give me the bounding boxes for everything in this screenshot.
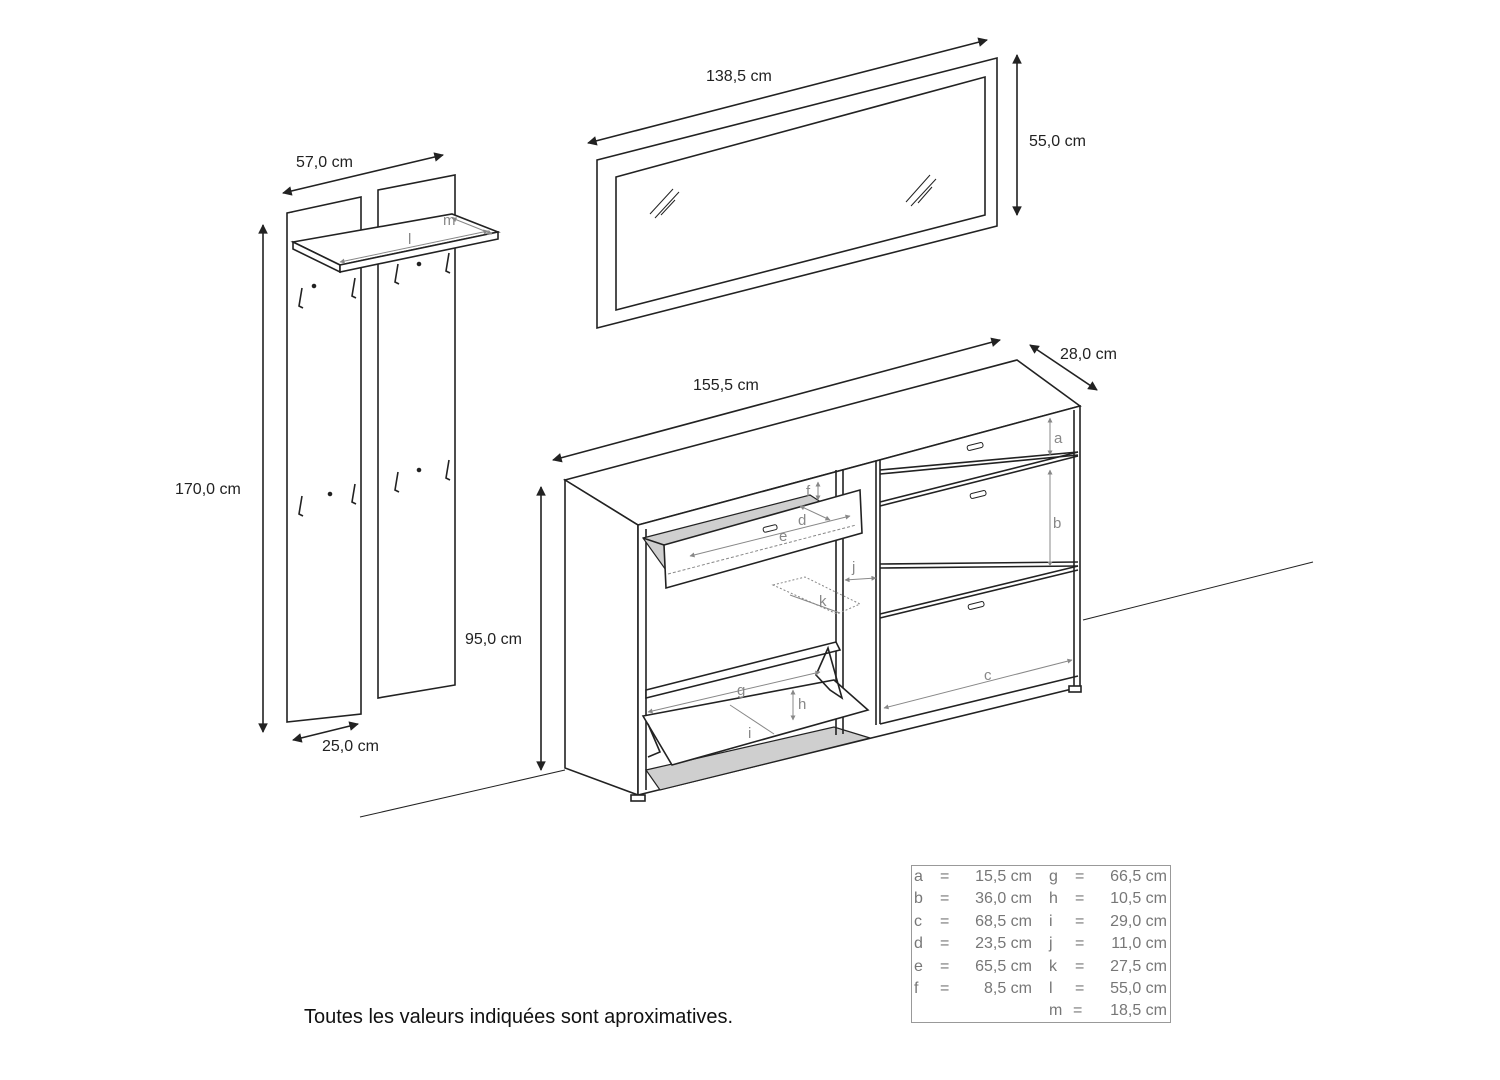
disclaimer-note: Toutes les valeurs indiquées sont aproxi… xyxy=(304,1006,734,1028)
floor-line-left xyxy=(359,769,566,818)
mirror-height-label: 55,0 cm xyxy=(1029,133,1086,150)
legend-equals: = xyxy=(1075,890,1085,908)
legend-key: j xyxy=(1049,935,1053,953)
dim-25-arrow xyxy=(292,721,359,743)
legend-value: 11,0 cm xyxy=(1111,935,1167,953)
legend-row: k = 27,5 cm xyxy=(1047,956,1172,978)
legend-equals: = xyxy=(1073,1002,1083,1020)
dim-57-arrow xyxy=(282,152,444,196)
legend-key: i xyxy=(1049,912,1053,930)
dim-138-arrow xyxy=(587,37,988,146)
legend-key: g xyxy=(1049,868,1058,885)
legend-key: e xyxy=(914,957,923,975)
legend-value: 65,5 cm xyxy=(975,957,1032,975)
legend-equals: = xyxy=(940,935,950,953)
legend-equals: = xyxy=(940,868,950,885)
legend-row: f = 8,5 cm xyxy=(912,978,1037,1000)
dim-155-arrow xyxy=(552,337,1001,463)
legend-value: 18,5 cm xyxy=(1110,1002,1167,1020)
legend-equals: = xyxy=(1075,912,1085,930)
legend-row: m = 18,5 cm xyxy=(1047,1000,1172,1022)
label-d: d xyxy=(798,512,806,529)
legend-value: 15,5 cm xyxy=(975,868,1032,885)
label-c: c xyxy=(984,667,992,684)
cabinet-foot xyxy=(630,794,646,802)
legend-key: d xyxy=(914,935,923,953)
legend-key: m xyxy=(1049,1002,1063,1020)
legend-key: a xyxy=(914,868,923,885)
legend-key: k xyxy=(1049,957,1057,975)
legend-row: h = 10,5 cm xyxy=(1047,888,1172,910)
legend-row: c = 68,5 cm xyxy=(912,911,1037,933)
legend-key: f xyxy=(914,980,919,997)
legend-row: j = 11,0 cm xyxy=(1047,933,1172,955)
legend-value: 23,5 cm xyxy=(975,935,1032,953)
label-i: i xyxy=(748,725,751,742)
hooks-icon xyxy=(298,252,451,517)
legend-value: 10,5 cm xyxy=(1110,890,1167,908)
mirror xyxy=(587,37,1022,330)
mirror-width-label: 138,5 cm xyxy=(706,68,772,85)
label-f: f xyxy=(806,483,811,500)
legend-key: h xyxy=(1049,890,1058,908)
legend-value: 68,5 cm xyxy=(975,912,1032,930)
legend-row: a = 15,5 cm xyxy=(912,866,1037,888)
legend-value: 8,5 cm xyxy=(983,980,1032,997)
legend-value: 66,5 cm xyxy=(1110,868,1167,885)
cabinet-foot xyxy=(1068,685,1082,693)
legend-equals: = xyxy=(1075,980,1085,997)
label-j: j xyxy=(851,559,855,576)
shoe-cabinet xyxy=(536,337,1098,802)
glass-reflection-icon xyxy=(649,174,937,219)
label-b: b xyxy=(1053,515,1061,532)
coat-panel-width-label: 25,0 cm xyxy=(322,738,379,755)
legend-equals: = xyxy=(940,912,950,930)
label-e: e xyxy=(779,528,787,545)
legend-row: l = 55,0 cm xyxy=(1047,978,1172,1000)
legend-value: 55,0 cm xyxy=(1110,980,1167,997)
label-k: k xyxy=(819,593,827,610)
dim-28-arrow xyxy=(1029,344,1098,391)
legend-equals: = xyxy=(940,957,950,975)
legend-key: l xyxy=(1049,980,1053,997)
cabinet-height-label: 95,0 cm xyxy=(465,631,522,648)
drawer-handle xyxy=(969,490,987,499)
legend-equals: = xyxy=(940,890,950,908)
label-l: l xyxy=(408,231,411,248)
coat-panel-left xyxy=(286,196,362,723)
dimension-legend-table: a = 15,5 cm b = 36,0 cm c = 68,5 cm d = 23,5 cm e = 65… xyxy=(911,865,1171,1023)
legend-equals: = xyxy=(1075,868,1085,885)
floor-line-right xyxy=(1082,561,1314,621)
legend-value: 29,0 cm xyxy=(1110,912,1167,930)
label-h: h xyxy=(798,696,806,713)
legend-equals: = xyxy=(940,980,950,997)
legend-value: 36,0 cm xyxy=(975,890,1032,908)
legend-row: i = 29,0 cm xyxy=(1047,911,1172,933)
dim-l-line xyxy=(339,229,489,264)
label-a: a xyxy=(1054,430,1063,447)
legend-key: b xyxy=(914,890,923,908)
legend-equals: = xyxy=(1075,957,1085,975)
drawer-handle xyxy=(967,601,985,610)
legend-row: e = 65,5 cm xyxy=(912,956,1037,978)
legend-equals: = xyxy=(1075,935,1085,953)
legend-row: b = 36,0 cm xyxy=(912,888,1037,910)
coat-rack: l m xyxy=(258,152,501,743)
legend-row: d = 23,5 cm xyxy=(912,933,1037,955)
dim-m-line xyxy=(451,217,493,235)
legend-row: g = 66,5 cm xyxy=(1047,866,1172,888)
coat-rack-width-label: 57,0 cm xyxy=(296,154,353,171)
legend-key: c xyxy=(914,912,922,930)
label-m: m xyxy=(443,212,456,229)
label-g: g xyxy=(737,682,745,699)
legend-value: 27,5 cm xyxy=(1110,957,1167,975)
cabinet-depth-label: 28,0 cm xyxy=(1060,346,1117,363)
cabinet-width-label: 155,5 cm xyxy=(693,377,759,394)
coat-rack-height-label: 170,0 cm xyxy=(175,481,241,498)
